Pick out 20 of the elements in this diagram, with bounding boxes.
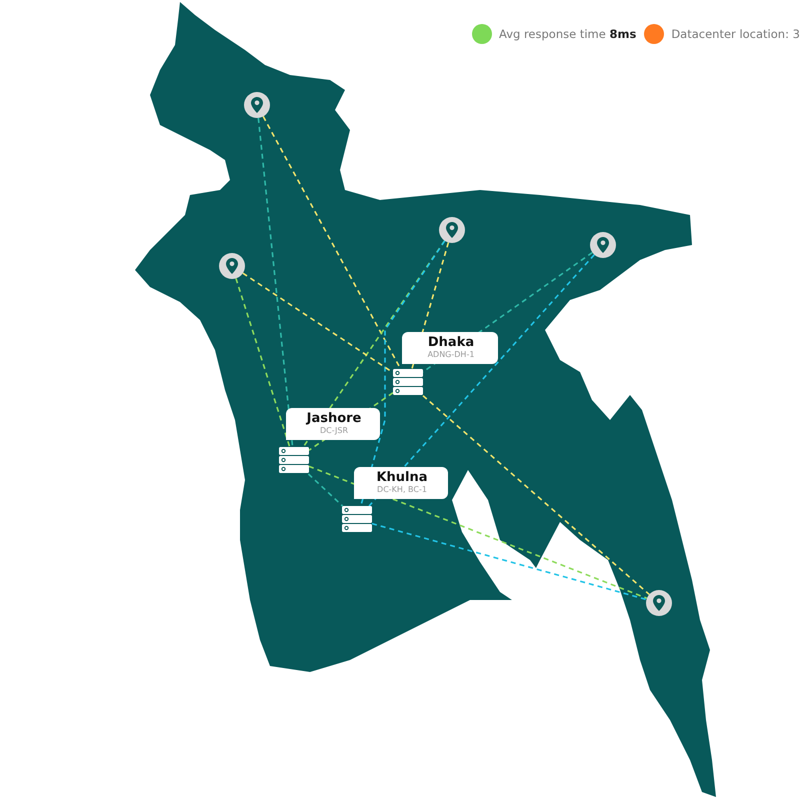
datacenter-name: Khulna xyxy=(376,470,428,485)
server-rack-icon xyxy=(279,447,309,474)
datacenter-name: Jashore xyxy=(306,411,362,426)
connection-line xyxy=(258,118,294,448)
datacenter-name: Dhaka xyxy=(428,335,474,350)
datacenter-code: DC-KH, BC-1 xyxy=(377,485,427,495)
server-rack-icon xyxy=(393,369,423,396)
server-rack-icon xyxy=(342,506,372,533)
connection-line xyxy=(308,473,344,507)
datacenter-code: ADNG-DH-1 xyxy=(428,350,474,360)
connection-line xyxy=(308,466,648,600)
connection-line xyxy=(372,522,647,600)
connection-line xyxy=(360,240,446,506)
legend-text: Avg response time 8ms xyxy=(499,27,636,41)
connection-line xyxy=(422,395,650,596)
connection-line xyxy=(262,116,402,370)
connection-line xyxy=(368,254,595,507)
connection-line xyxy=(235,278,290,448)
datacenter-code: DC-JSR xyxy=(320,426,348,436)
legend-text: Datacenter location: 3 xyxy=(671,27,800,41)
